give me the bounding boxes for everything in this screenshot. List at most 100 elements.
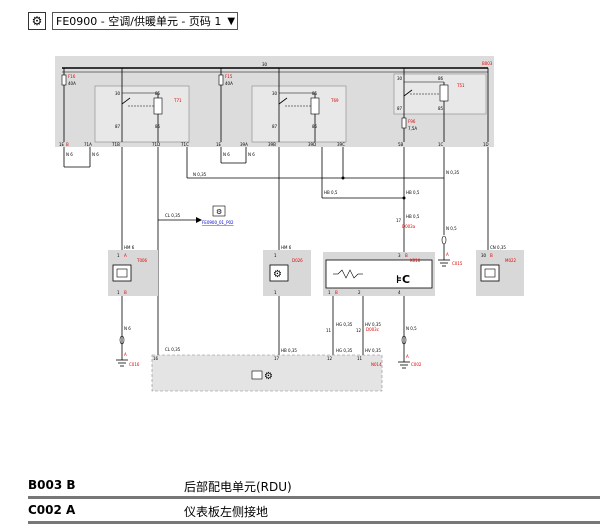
fuse-f16-id: F16	[68, 74, 76, 79]
relay-1-id: T71	[173, 98, 182, 103]
fuse-f15-id: F15	[225, 74, 233, 79]
relay-2-coil	[310, 97, 320, 115]
d026-id: D026	[292, 258, 303, 263]
pin-7: 39A	[240, 142, 248, 147]
wire-21: HV 0,35	[365, 348, 381, 353]
module-label: B003	[482, 61, 493, 66]
thermometer-icon: ⊧C	[396, 273, 410, 286]
relay-1-p85: 85	[155, 91, 161, 96]
d026-top: 1	[274, 253, 277, 258]
k010-p4: 4	[398, 290, 401, 295]
relay-3-coil	[439, 84, 449, 102]
relay-2-p86: 86	[312, 124, 318, 129]
relay-3-p87: 87	[397, 106, 403, 111]
wire-1: N 6	[66, 152, 73, 157]
n014-p11: 11	[357, 356, 363, 361]
wire-7: HB 0,5	[324, 190, 338, 195]
relay-2-p85: 85	[312, 91, 318, 96]
chevron-down-icon: ▼	[227, 15, 236, 27]
relay-1-coil	[153, 97, 163, 115]
page-select-value: FE0900 - 空调/供暖单元 - 页码 1	[56, 15, 222, 28]
wire-2: N 6	[92, 152, 99, 157]
m022-top: 30	[481, 253, 487, 258]
splice-1-id: D003a	[402, 224, 416, 229]
relay-2-p30: 30	[272, 91, 278, 96]
k010-p1: 1	[328, 290, 331, 295]
pin-12: 1C	[438, 142, 444, 147]
inline-connector-3	[441, 235, 447, 245]
pin-10: 39C	[337, 142, 345, 147]
relay-1-box	[94, 85, 190, 143]
relay-1-p86: 86	[155, 124, 161, 129]
wire-6: N 0,35	[446, 170, 460, 175]
pin-6: 1E	[216, 142, 222, 147]
module-icon	[484, 268, 496, 278]
legend-desc: 后部配电单元(RDU)	[184, 480, 292, 494]
wire-19: HV 0,35	[365, 322, 381, 327]
junction-2	[341, 176, 345, 180]
splice-2-id: D003c	[366, 327, 379, 332]
wire-16: CL 0,35	[165, 347, 181, 352]
n014-id: N014	[371, 362, 382, 367]
relay-3-p30: 30	[397, 76, 403, 81]
t006-bot: 1	[117, 290, 120, 295]
module-icon-n014	[251, 370, 263, 380]
wire-15: N 6	[124, 326, 131, 331]
n014-p16: 16	[153, 356, 159, 361]
legend-row: B003 B 后部配电单元(RDU)	[28, 476, 600, 499]
fuse-f15-rating: 40A	[225, 81, 233, 86]
k010-top-side: B	[405, 253, 408, 258]
wire-3: N 6	[223, 152, 230, 157]
fuse-f16-rating: 40A	[68, 81, 76, 86]
relay-3-id: T51	[456, 83, 465, 88]
n014-p17: 17	[274, 356, 280, 361]
pin-1-side: B	[66, 142, 69, 147]
wire-9: N 0,5	[446, 226, 457, 231]
t006-top: 1	[117, 253, 120, 258]
arrow-icon	[196, 217, 202, 223]
relay-3-switch	[403, 89, 413, 97]
n014-p12: 12	[327, 356, 333, 361]
relay-2-switch	[278, 97, 288, 105]
relay-1-p87: 87	[115, 124, 121, 129]
pin-11: 5B	[398, 142, 404, 147]
pin-2: 71A	[84, 142, 92, 147]
gear-icon[interactable]: ⚙	[28, 12, 46, 30]
wire-13: CN 0,35	[490, 245, 506, 250]
page-select[interactable]: FE0900 - 空调/供暖单元 - 页码 1 ▼	[52, 12, 239, 30]
wire-20: HG 0,35	[336, 348, 353, 353]
ground-1-pin: A	[124, 352, 127, 357]
fuse-f16	[61, 74, 67, 86]
inline-connector-2	[401, 335, 407, 345]
relay-2-box	[251, 85, 347, 143]
bus-label: 30	[262, 62, 268, 67]
wire-10: CL 0,35	[165, 213, 181, 218]
relay-2-p87: 87	[272, 124, 278, 129]
link-gear-icon[interactable]	[212, 205, 226, 217]
legend-code: C002 A	[28, 503, 76, 517]
pin-4: 71D	[152, 142, 160, 147]
relay-2-id: T69	[330, 98, 339, 103]
wire-22: N 0,5	[406, 326, 417, 331]
motor-icon	[116, 268, 128, 278]
pin-9: 39D	[308, 142, 316, 147]
relay-1-switch	[121, 97, 131, 105]
wire-4: N 6	[248, 152, 255, 157]
fuse-f96-id: F96	[408, 119, 416, 124]
relay-3-p85: 85	[438, 106, 444, 111]
d026-body	[269, 264, 289, 282]
inline-connector-1	[119, 335, 125, 345]
relay-1-p30: 30	[115, 91, 121, 96]
wire-11: HB 0,5	[406, 214, 420, 219]
pin-5: 71C	[181, 142, 189, 147]
wire-18: HG 0,35	[336, 322, 353, 327]
wire-8: HB 0,5	[406, 190, 420, 195]
k010-top: 3	[398, 253, 401, 258]
relay-3-p86: 86	[438, 76, 444, 81]
page-link[interactable]: FE0900_01_P02	[202, 220, 234, 225]
t006-top-side: A	[124, 253, 127, 258]
fan-gear-icon: ⚙	[273, 269, 282, 280]
k010-p1-side: B	[335, 290, 338, 295]
legend-code: B003 B	[28, 478, 76, 492]
pin-1: 1E	[59, 142, 65, 147]
